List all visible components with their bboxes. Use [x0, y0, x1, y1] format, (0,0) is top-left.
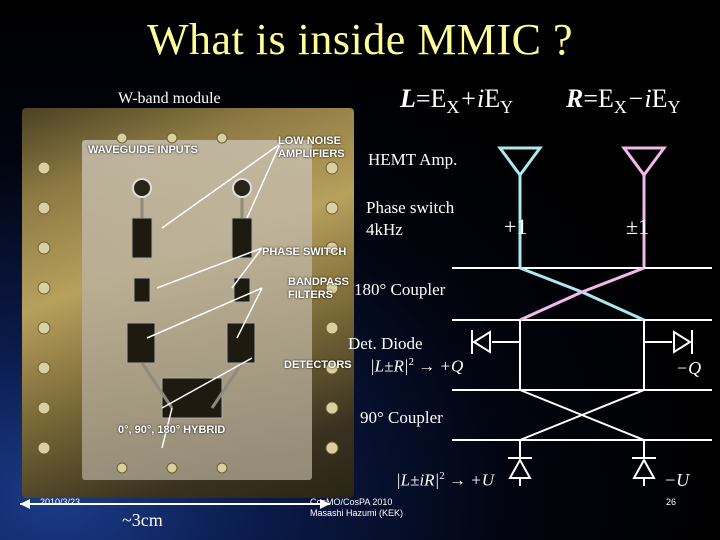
slide-title: What is inside MMIC ? [146, 15, 573, 64]
eq-l-ex: =E [415, 84, 447, 113]
photo-label-hybrid: 0°, 90°, 180° HYBRID [118, 424, 226, 436]
footer-author: Masashi Hazumi (KEK) [310, 508, 404, 518]
eq-r-sub-y: Y [667, 97, 681, 118]
u-expression: |L±iR|2 → +U [396, 470, 494, 491]
eq-l-sub-x: X [446, 97, 460, 118]
footer-date: 2010/3/23 [40, 497, 81, 507]
photo-label-bandpass-2: FILTERS [288, 289, 334, 301]
photo-label-bandpass-1: BANDPASS [288, 276, 349, 288]
equation-r: R=EX−iEY [566, 84, 681, 118]
eq-l-sub-y: Y [500, 97, 514, 118]
coupler-90-label: 90° Coupler [360, 408, 443, 427]
eq-l-ey: E [484, 84, 501, 113]
diode-right-icon [673, 330, 693, 354]
u-expr-base: |L±iR| [396, 470, 440, 490]
footer-conference: CosMO/CosPA 2010 [310, 497, 393, 507]
q-expr-exponent: 2 [408, 356, 415, 368]
photo-label-waveguide-inputs: WAVEGUIDE INPUTS [88, 144, 198, 156]
hemt-amp-right-icon [621, 146, 667, 178]
scale-label: ~3cm [122, 510, 163, 530]
photo-label-low-noise-2: AMPLIFIERS [278, 148, 345, 160]
module-label: W-band module [118, 90, 221, 107]
circuit-board [82, 140, 312, 480]
equation-l: L=EX+iEY [400, 84, 513, 118]
u-expr-exponent: 2 [439, 470, 445, 482]
diode-left-icon [471, 330, 491, 354]
pm-one-label: ±1 [626, 214, 650, 239]
photo-label-low-noise-1: LOW NOISE [278, 135, 341, 147]
photo-label-phase-switch: PHASE SWITCH [262, 246, 347, 258]
phase-switch-label-1: Phase switch [366, 198, 455, 217]
hemt-amp-left-icon [497, 146, 543, 178]
plus-one-label: +1 [504, 214, 528, 239]
phase-switch-label-2: 4kHz [366, 220, 403, 239]
q-expression: |L±R|2 → +Q [370, 356, 463, 377]
q-expr-result: → +Q [414, 356, 464, 376]
eq-r-ey: E [651, 84, 668, 113]
u-expr-result: → +U [444, 470, 494, 490]
eq-r-op: −i [626, 84, 652, 113]
minus-q-label: −Q [676, 358, 702, 378]
minus-u-label: −U [664, 470, 690, 490]
page-number: 26 [666, 497, 677, 507]
eq-l-op: +i [459, 84, 485, 113]
eq-r-symbol: R [566, 84, 584, 113]
eq-l-symbol: L [400, 84, 416, 113]
q-expr-base: |L±R| [370, 356, 409, 376]
det-diode-label: Det. Diode [348, 334, 423, 353]
diode-bottom-right-icon [632, 457, 656, 486]
coupler-180-label: 180° Coupler [354, 280, 446, 299]
eq-r-sub-x: X [613, 97, 627, 118]
diode-bottom-left-icon [508, 457, 532, 486]
module-photo-details [37, 132, 339, 474]
eq-r-ex: =E [583, 84, 614, 113]
photo-label-detectors: DETECTORS [284, 359, 352, 371]
hemt-amp-label: HEMT Amp. [368, 150, 458, 169]
module-photo: WAVEGUIDE INPUTS LOW NOISE AMPLIFIERS PH… [22, 108, 354, 498]
